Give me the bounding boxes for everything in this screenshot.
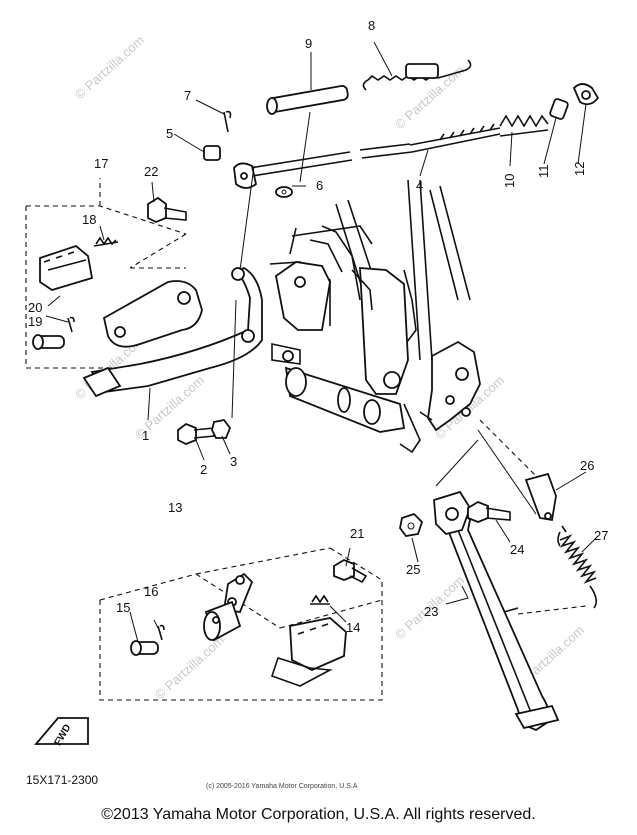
callout-2: 2	[200, 462, 207, 477]
part-11-collar	[549, 98, 569, 120]
sidestand-bracket	[419, 340, 481, 432]
callout-9: 9	[305, 36, 312, 51]
part-16-cotter-pin	[157, 624, 165, 641]
parts-diagram: © Partzilla.com © Partzilla.com © Partzi…	[25, 18, 608, 790]
callout-27: 27	[594, 528, 608, 543]
part-3-nut	[211, 419, 232, 439]
callout-3: 3	[230, 454, 237, 469]
callout-26: 26	[580, 458, 594, 473]
callout-7: 7	[184, 88, 191, 103]
pivot-shaft-assembled	[271, 343, 421, 454]
pivot-boss	[203, 600, 242, 642]
callout-20: 20	[28, 300, 42, 315]
part-8-spring	[362, 59, 472, 91]
callout-21: 21	[350, 526, 364, 541]
part-24-bolt	[467, 500, 511, 523]
callout-14: 14	[346, 620, 360, 635]
callout-23: 23	[424, 604, 438, 619]
callout-18: 18	[82, 212, 96, 227]
part-14-spring	[310, 594, 330, 605]
part-6-washer	[275, 186, 293, 198]
part-9-pivot-shaft	[266, 85, 349, 115]
part-19-pin	[32, 334, 65, 350]
part-18-spring	[93, 236, 119, 247]
callout-25: 25	[406, 562, 420, 577]
callout-5: 5	[166, 126, 173, 141]
part-15-pin	[130, 640, 159, 656]
part-17-group-frame	[25, 178, 187, 369]
frame	[269, 179, 471, 395]
diagram-code: 15X171-2300	[26, 773, 98, 787]
copyright-notice: ©2013 Yamaha Motor Corporation, U.S.A. A…	[101, 806, 536, 823]
callout-6: 6	[316, 178, 323, 193]
callout-19: 19	[28, 314, 42, 329]
part-4-brake-rod	[249, 123, 501, 177]
part-20-footpeg	[39, 244, 94, 291]
part-27-spring	[557, 525, 598, 609]
callout-17: 17	[94, 156, 108, 171]
part-26-bracket	[524, 472, 557, 522]
callout-8: 8	[368, 18, 375, 33]
callout-22: 22	[144, 164, 158, 179]
callout-4: 4	[416, 178, 423, 193]
cotter-pin-left	[67, 316, 75, 333]
part-7-cotter-pin	[223, 110, 232, 133]
brake-pedal-tread	[270, 617, 347, 687]
callout-10: 10	[502, 174, 517, 188]
part-21-bolt	[333, 558, 368, 584]
callout-12: 12	[572, 162, 587, 176]
part-1-brake-pedal	[82, 266, 263, 398]
part-23-sidestand	[433, 490, 587, 732]
callout-1: 1	[142, 428, 149, 443]
rod-clevis	[233, 162, 258, 189]
watermark: © Partzilla.com	[72, 32, 147, 102]
callout-16: 16	[144, 584, 158, 599]
part-10-spring	[499, 114, 549, 137]
callout-24: 24	[510, 542, 524, 557]
callout-15: 15	[116, 600, 130, 615]
part-22-bolt	[147, 196, 187, 223]
part-5-pin	[203, 145, 221, 161]
callouts: 9 8 7 5 6 4 10 11 12 17 22 18 20 19 1 2 …	[28, 18, 608, 635]
leader-lines	[45, 41, 599, 643]
small-copyright: (c) 2005-2016 Yamaha Motor Corporation, …	[206, 783, 358, 790]
part-25-nut	[399, 512, 424, 537]
callout-13: 13	[168, 500, 182, 515]
footrest-bracket	[102, 280, 203, 348]
part-12-adjuster-nut	[572, 83, 600, 106]
callout-11: 11	[536, 165, 551, 179]
fwd-arrow: FWD	[34, 717, 89, 748]
watermark: © Partzilla.com	[152, 632, 227, 702]
